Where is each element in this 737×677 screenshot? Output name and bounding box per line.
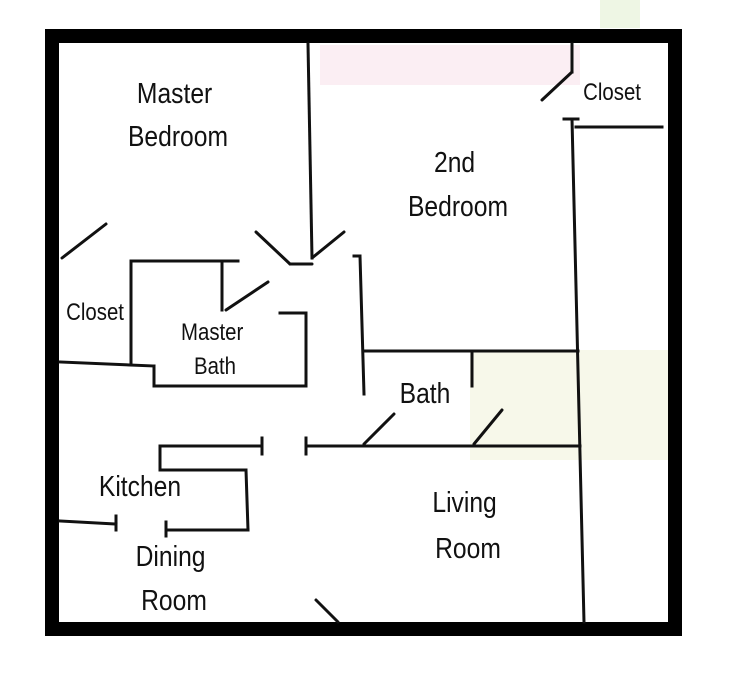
background-tint	[320, 0, 670, 460]
label-kitchen: Kitchen	[99, 470, 181, 502]
door-master-bath	[224, 280, 270, 312]
label-living-room: Living Room	[432, 486, 503, 564]
wall-closet-bottom-left	[58, 360, 156, 368]
door-swings	[60, 70, 574, 624]
label-master-bedroom: Master Bedroom	[128, 77, 228, 152]
wall-kitchen-left	[58, 519, 118, 526]
tint-patch-corner	[600, 0, 640, 28]
wall-kitchen-right	[244, 468, 250, 532]
room-labels: Master Bedroom 2nd Bedroom Closet Closet…	[66, 77, 642, 616]
label-closet-upper: Closet	[583, 78, 642, 105]
door-closet-left	[60, 222, 108, 260]
label-bath: Bath	[400, 377, 451, 409]
label-dining-room: Dining Room	[136, 540, 213, 616]
door-second-bedroom	[310, 230, 346, 260]
label-second-bedroom: 2nd Bedroom	[408, 146, 508, 222]
label-closet-left: Closet	[66, 298, 125, 325]
interior-walls	[58, 42, 664, 624]
wall-right-vertical	[570, 117, 586, 624]
door-front-entry	[314, 598, 340, 624]
door-bath-right	[472, 408, 504, 446]
wall-master-2nd-divider	[306, 42, 314, 260]
tint-patch-top	[320, 45, 580, 85]
door-closet-upper	[540, 70, 574, 102]
tint-patch-right	[470, 350, 670, 460]
door-bath-left	[362, 412, 396, 446]
door-master-bedroom-a	[254, 230, 292, 266]
wall-hall-vertical	[358, 254, 366, 396]
label-master-bath: Master Bath	[181, 318, 249, 379]
outer-wall-frame	[45, 29, 682, 636]
